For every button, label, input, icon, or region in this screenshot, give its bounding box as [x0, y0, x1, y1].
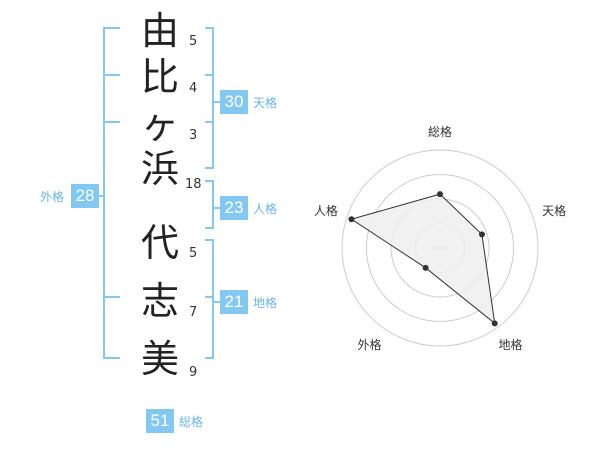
radar-point-5 [348, 216, 355, 223]
name-char-5: 代 [140, 221, 179, 265]
name-char-6: 志 [140, 279, 179, 323]
radar-point-3 [491, 320, 498, 327]
radar-axis-label-5: 人格 [314, 203, 338, 218]
tenkaku-label: 天格 [253, 96, 278, 110]
stroke-count-3: 3 [189, 128, 198, 143]
stroke-count-5: 5 [189, 246, 198, 261]
soukaku-value-badge: 51 [146, 409, 174, 433]
radar-axis-label-2: 天格 [542, 203, 566, 218]
chikaku-value-badge: 21 [220, 290, 248, 314]
name-char-3: ヶ [140, 103, 179, 147]
gaikaku-value-badge: 28 [71, 184, 99, 208]
radar-axis-label-3: 地格 [498, 337, 522, 352]
radar-axis-label-4: 外格 [357, 337, 381, 352]
tenkaku-value-badge: 30 [220, 90, 248, 114]
stroke-count-6: 7 [189, 305, 198, 320]
name-char-2: 比 [140, 55, 179, 99]
radar-polygon [350, 193, 496, 325]
stroke-count-4: 18 [185, 177, 202, 192]
stroke-count-2: 4 [189, 81, 198, 96]
stroke-count-7: 9 [189, 365, 198, 380]
radar-point-2 [478, 231, 485, 238]
radar-grid-ring [366, 174, 514, 322]
name-char-1: 由 [140, 9, 179, 53]
jinkaku-label: 人格 [253, 202, 278, 216]
chikaku-label: 地格 [253, 296, 278, 310]
jinkaku-value-badge: 23 [220, 196, 248, 220]
radar-grid-ring [341, 149, 539, 347]
radar-point-4 [422, 264, 429, 271]
name-char-7: 美 [140, 337, 179, 381]
radar-point-1 [437, 191, 443, 198]
stroke-count-1: 5 [189, 34, 198, 49]
radar-points [348, 191, 498, 327]
soukaku-label: 総格 [179, 415, 204, 429]
radar-axis-label-1: 総格 [428, 124, 452, 139]
gaikaku-label: 外格 [40, 190, 65, 204]
name-char-4: 浜 [140, 147, 179, 191]
